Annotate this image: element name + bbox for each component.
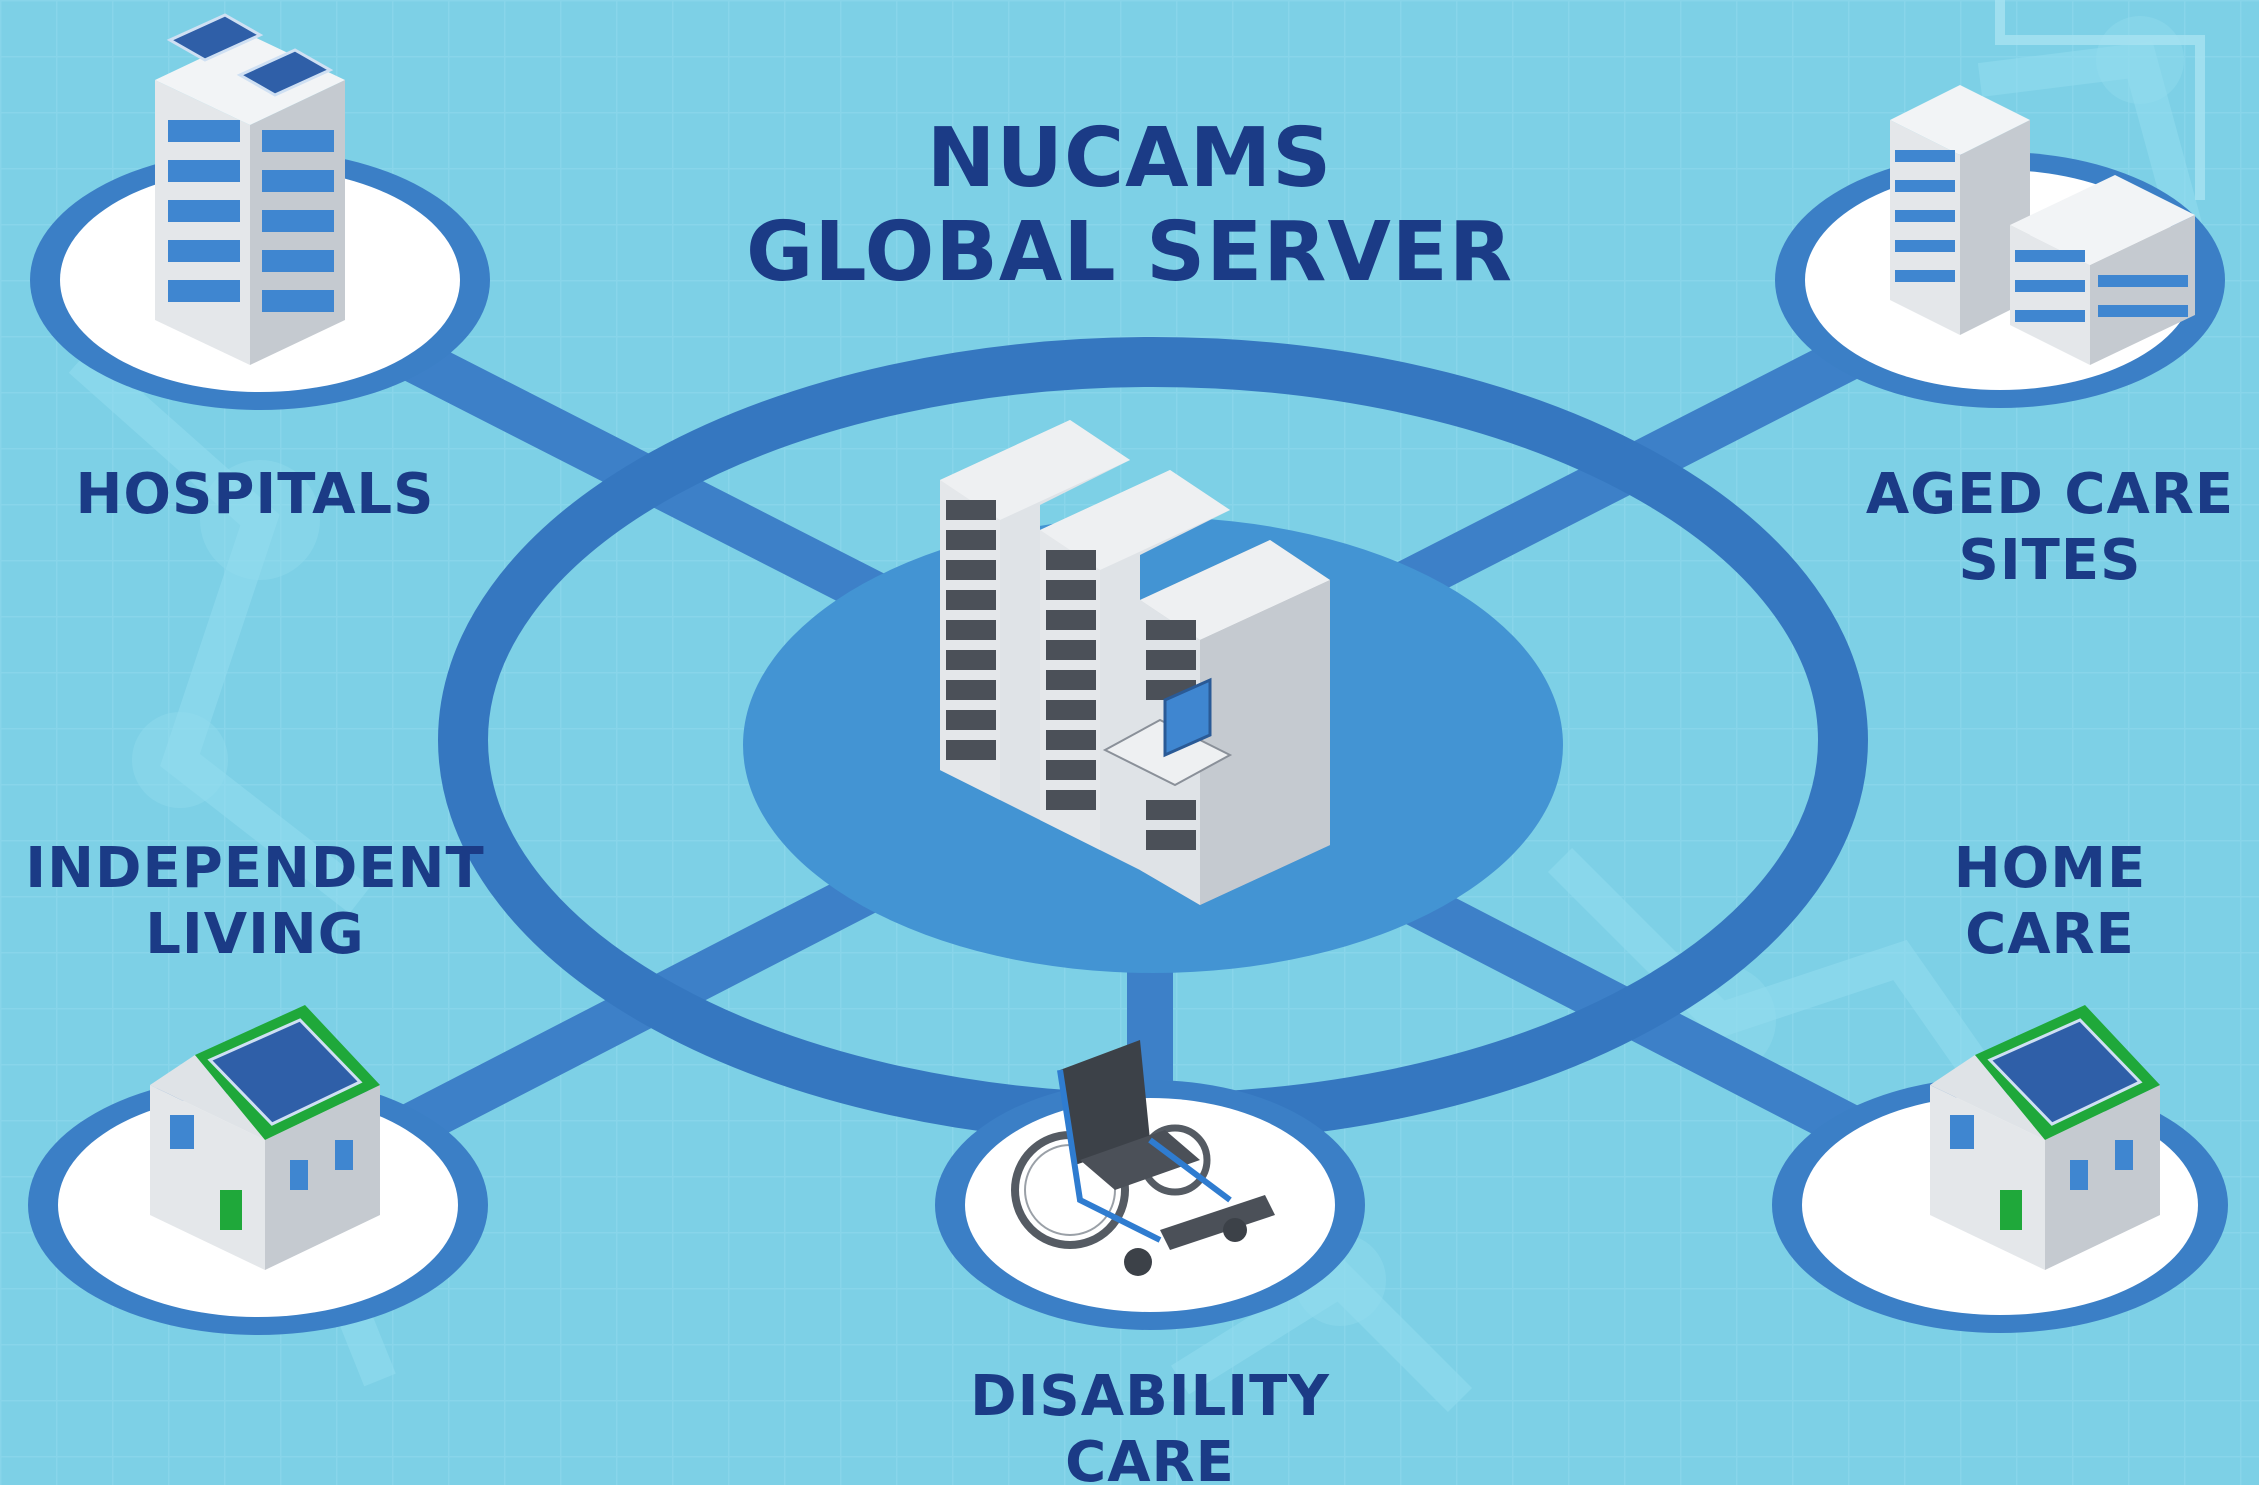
title-line-1: NUCAMS (926, 111, 1333, 206)
independent-living-house-icon (150, 1005, 380, 1270)
label-independent-line-2: LIVING (145, 902, 365, 968)
home-care-house-icon (1930, 1005, 2160, 1270)
label-disability-line-1: DISABILITY (970, 1364, 1330, 1429)
wheelchair-icon (1011, 1040, 1275, 1276)
label-aged-care-sites: AGED CARE SITES (1830, 462, 2259, 594)
aged-care-building-icon (1890, 85, 2195, 365)
label-independent-living: INDEPENDENT LIVING (20, 836, 490, 968)
label-home-care: HOME CARE (1830, 836, 2259, 968)
diagram-title: NUCAMS GLOBAL SERVER (0, 111, 2259, 301)
label-disability-care: DISABILITY CARE (900, 1364, 1400, 1485)
label-disability-line-2: CARE (1065, 1430, 1235, 1485)
label-aged-care-line-2: SITES (1958, 528, 2142, 594)
label-independent-line-1: INDEPENDENT (25, 836, 485, 901)
label-hospitals: HOSPITALS (40, 462, 470, 528)
server-racks-icon (940, 420, 1330, 905)
label-home-care-line-2: CARE (1965, 902, 2135, 968)
label-aged-care-line-1: AGED CARE (1865, 462, 2235, 527)
hospital-building-icon (155, 13, 345, 365)
corner-trace (1995, 0, 2205, 200)
label-home-care-line-1: HOME (1953, 836, 2147, 901)
title-line-2: GLOBAL SERVER (746, 205, 1513, 301)
label-hospitals-line-1: HOSPITALS (75, 462, 435, 527)
